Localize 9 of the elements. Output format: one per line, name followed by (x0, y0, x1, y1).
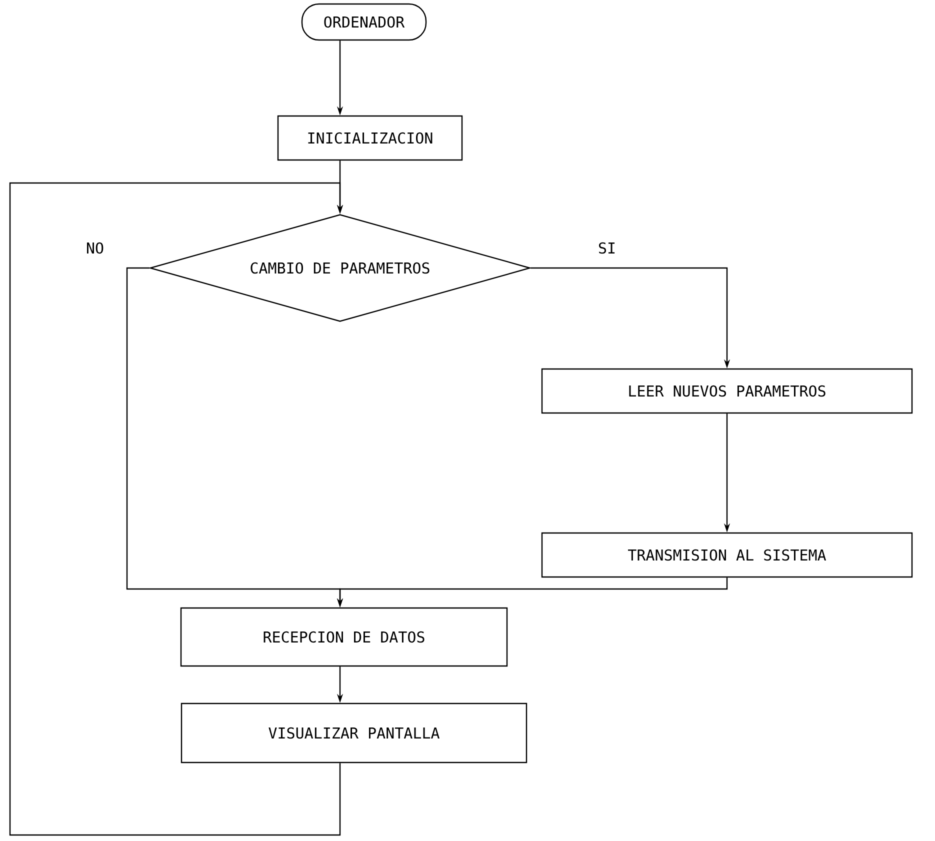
terminal-box: ORDENADOR (301, 3, 427, 41)
process-box: RECEPCION DE DATOS (180, 607, 508, 667)
process-box: VISUALIZAR PANTALLA (180, 702, 528, 764)
process-box: TRANSMISION AL SISTEMA (541, 532, 913, 578)
process-box: INICIALIZACION (277, 115, 463, 161)
edge-label: SI (596, 241, 618, 255)
edge-label: NO (84, 241, 106, 255)
arrow (9, 182, 344, 836)
process-box: LEER NUEVOS PARAMETROS (541, 368, 913, 414)
